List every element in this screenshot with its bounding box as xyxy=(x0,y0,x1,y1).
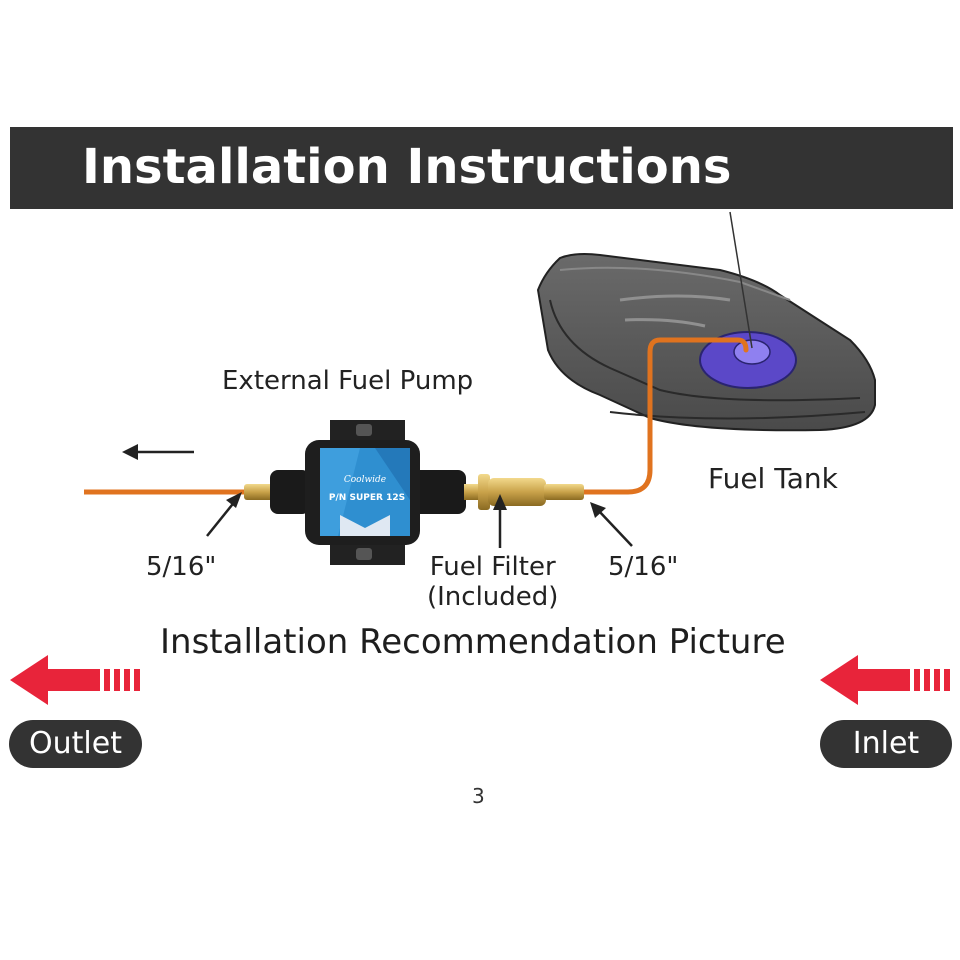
pump-label: External Fuel Pump xyxy=(222,366,474,396)
inlet-arrow-icon xyxy=(820,655,950,705)
pointer-arrow-right xyxy=(590,502,633,547)
outlet-arrow-icon xyxy=(10,655,140,705)
diagram-caption: Installation Recommendation Picture xyxy=(160,622,786,662)
outlet-badge: Outlet xyxy=(9,720,142,768)
page-number: 3 xyxy=(472,784,485,808)
fuel-line-tank xyxy=(579,337,749,495)
tank-label: Fuel Tank xyxy=(708,462,838,495)
filter-label: Fuel Filter (Included) xyxy=(427,552,558,612)
filter-label-line1: Fuel Filter xyxy=(429,552,556,582)
fuel-pump-icon: Coolwide P/N SUPER 12S xyxy=(270,420,466,565)
pointer-arrow-filter xyxy=(493,494,507,548)
pointer-arrow-left xyxy=(206,492,242,537)
fuel-tank-icon xyxy=(536,211,876,432)
left-arrow-icon xyxy=(122,444,194,460)
inlet-badge: Inlet xyxy=(820,720,952,768)
outlet-fitting xyxy=(244,484,278,500)
filter-label-line2: (Included) xyxy=(427,582,559,612)
pump-part-label: P/N SUPER 12S xyxy=(329,493,405,503)
fuel-filter-icon xyxy=(464,474,584,510)
page-title: Installation Instructions xyxy=(82,139,732,195)
outlet-size-label: 5/16" xyxy=(146,552,217,582)
inlet-size-label: 5/16" xyxy=(608,552,679,582)
header-bar: Installation Instructions xyxy=(10,127,953,209)
pump-brand-label: Coolwide xyxy=(344,475,386,485)
